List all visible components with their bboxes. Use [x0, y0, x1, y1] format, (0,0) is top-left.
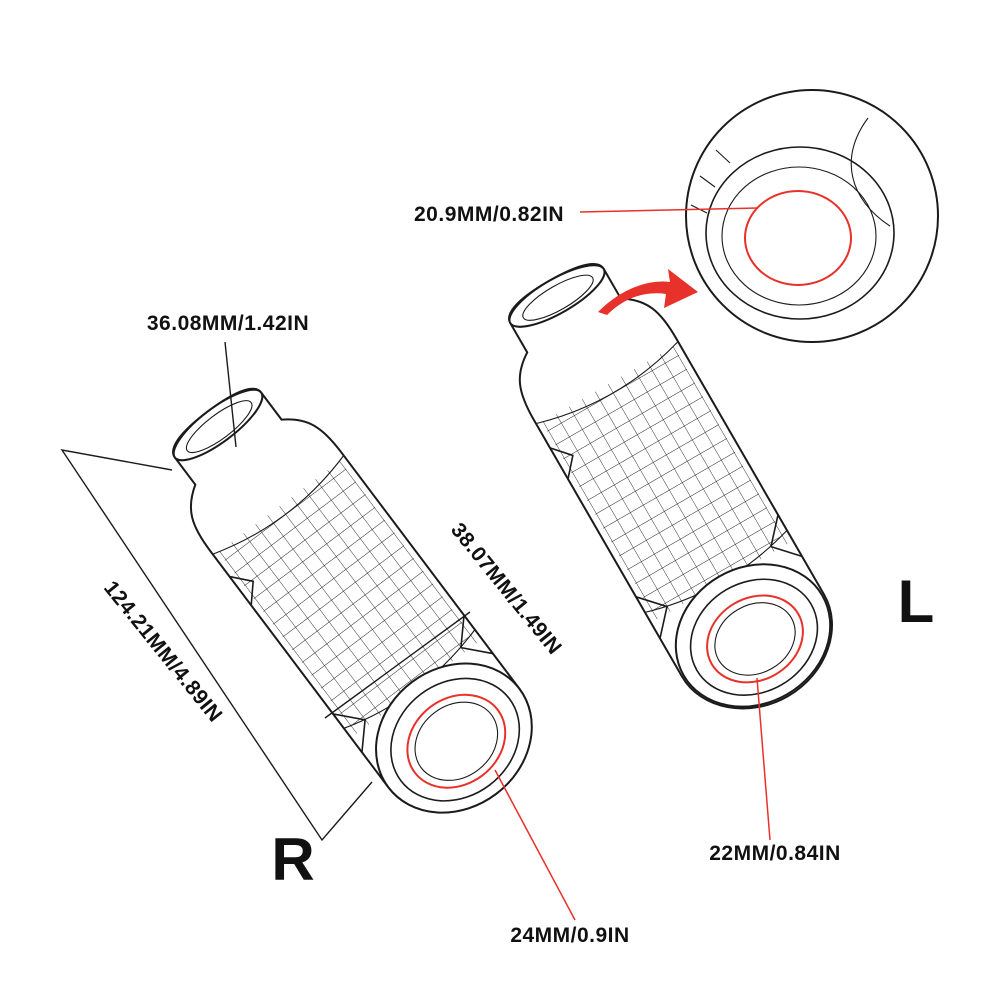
leader-right-inner-diameter	[494, 769, 576, 921]
right-grip-letter: R	[271, 826, 314, 893]
right-grip-end-face	[375, 662, 533, 814]
dim-label-overall-length: 124.21MM/4.89IN	[99, 577, 227, 727]
left-grip-end-face	[674, 563, 832, 708]
left-grip-drawing	[508, 263, 833, 710]
leader-left-inner-diameter	[756, 677, 771, 841]
zoom-detail-circle	[685, 89, 939, 343]
right-grip-inner-bore-red-ring	[406, 693, 507, 789]
leader-body-diameter	[324, 611, 471, 719]
grip-knurl-texture	[542, 346, 788, 620]
dim-label-right-inner-diameter: 24MM/0.9IN	[510, 924, 629, 947]
leader-end-diameter	[224, 341, 237, 448]
zoom-arrow	[598, 269, 698, 315]
dim-label-zoom-inner-diameter: 20.9MM/0.82IN	[414, 203, 564, 226]
dim-label-end-outer-diameter: 36.08MM/1.42IN	[147, 312, 309, 335]
left-grip-inner-bore-red-ring	[706, 594, 804, 684]
right-grip-drawing	[172, 387, 533, 814]
leader-zoom-inner-diameter	[579, 207, 759, 213]
grip-knurl-texture	[218, 460, 478, 735]
dimension-line-overall-length	[60, 449, 373, 842]
zoom-inner-bore-red-ring	[744, 190, 852, 286]
left-grip-letter: L	[898, 568, 935, 635]
dim-label-left-inner-diameter: 22MM/0.84IN	[709, 842, 841, 865]
